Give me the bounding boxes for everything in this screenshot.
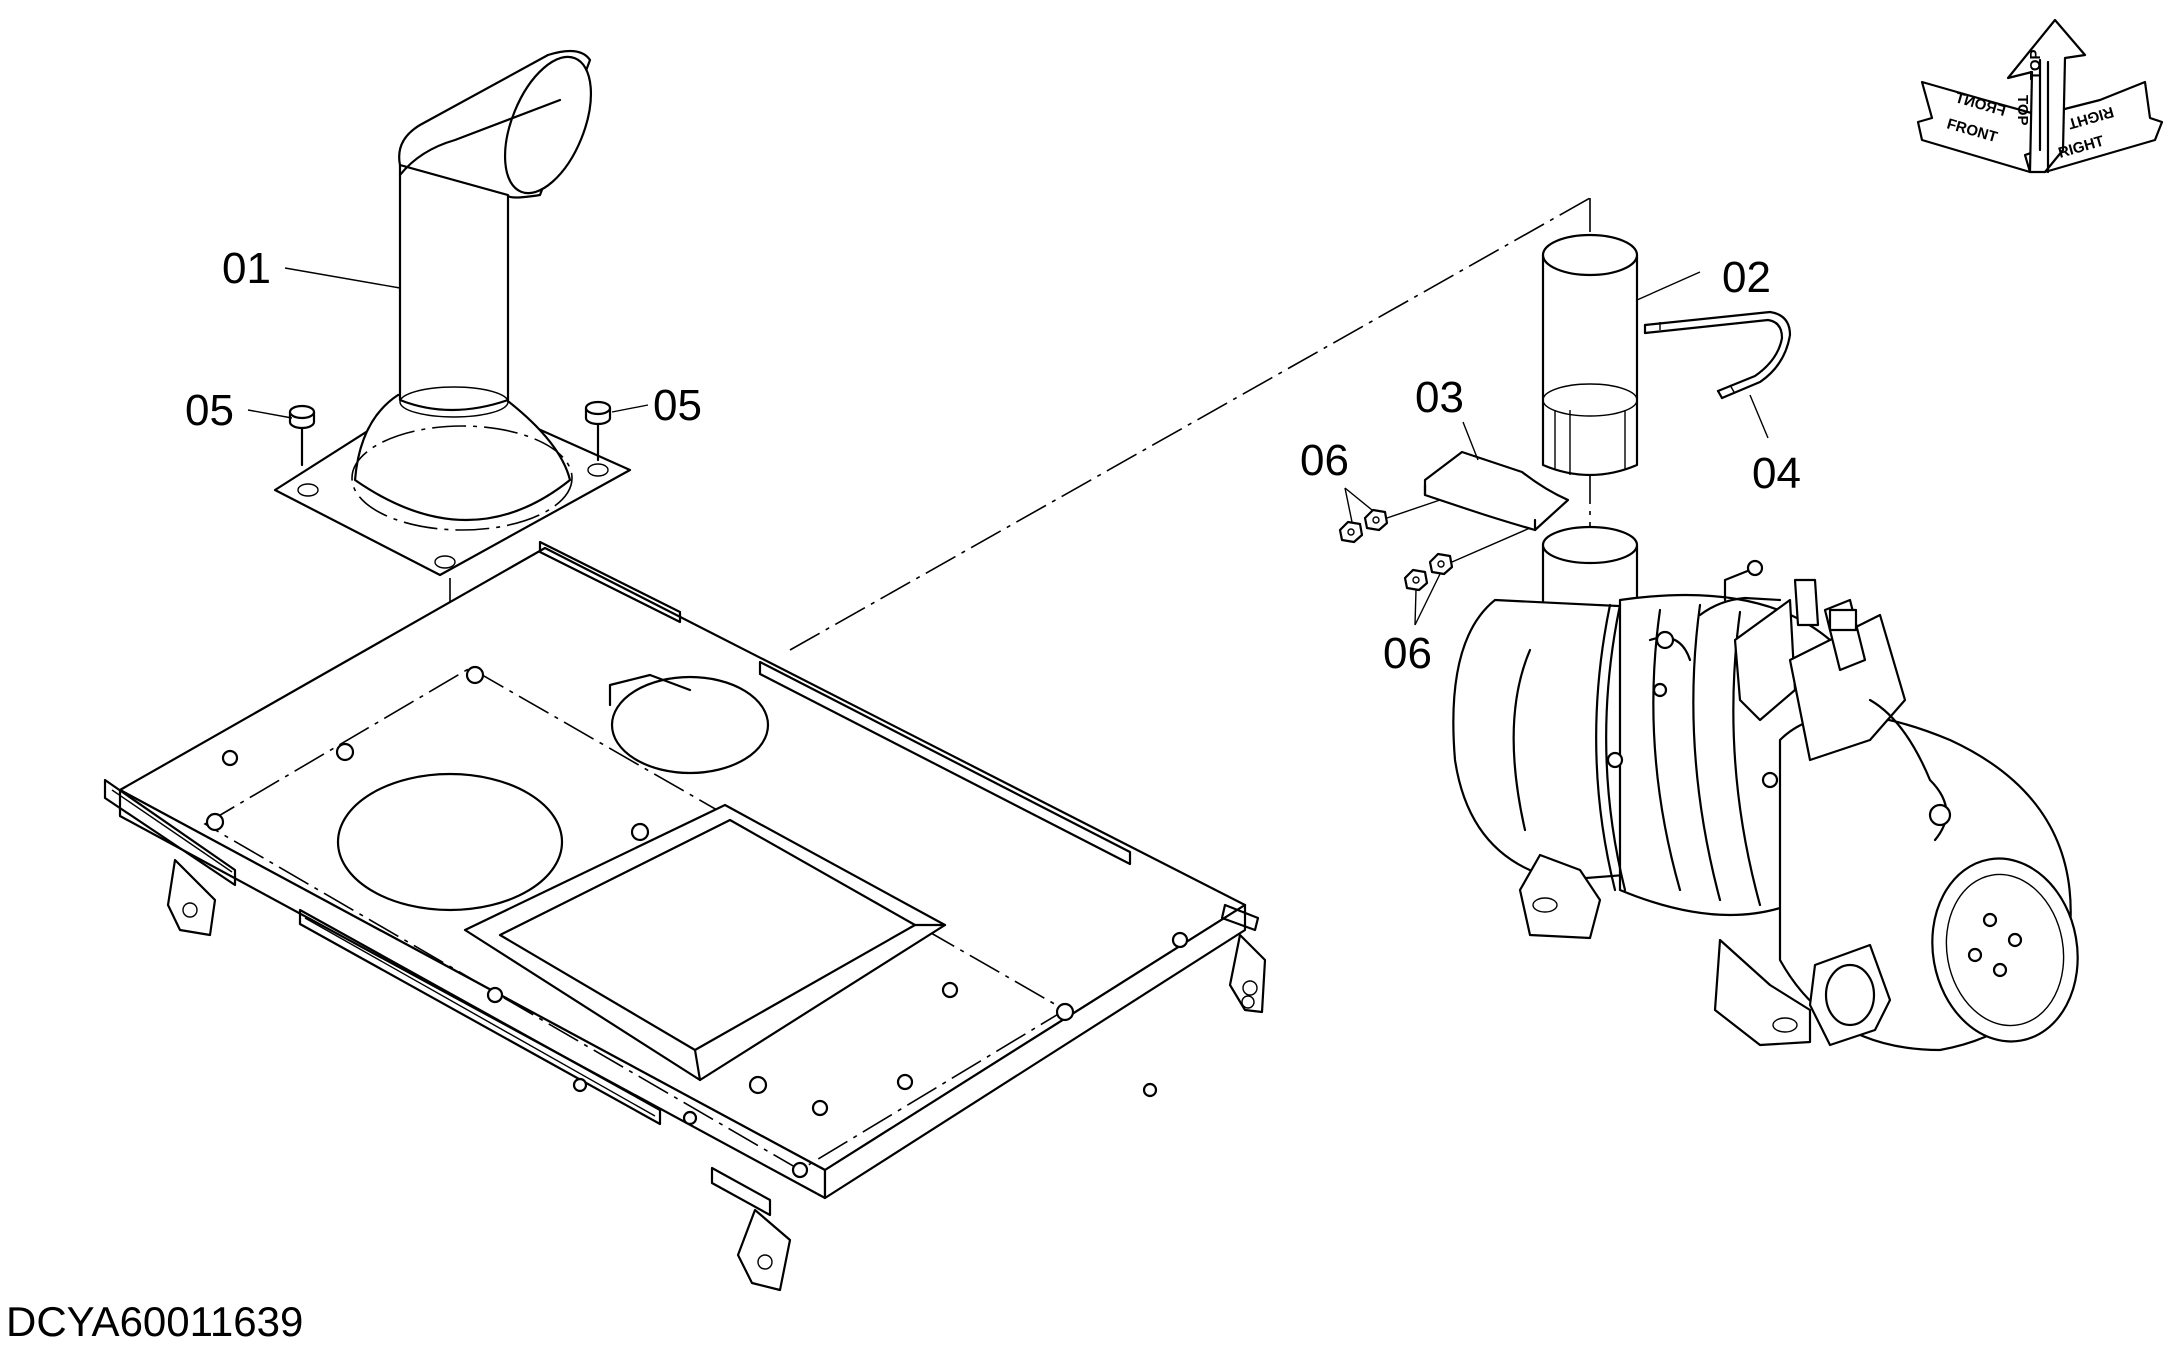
orientation-top-label: TOP [2014, 95, 2031, 126]
callout-04: 04 [1752, 449, 1801, 498]
callout-06-upper: 06 [1300, 436, 1349, 485]
exhaust-pipe [1541, 233, 1639, 477]
bolt-right [584, 400, 612, 462]
u-bolt [1643, 310, 1792, 400]
callout-02: 02 [1722, 253, 1771, 302]
callout-06-lower: 06 [1383, 629, 1432, 678]
drawing-reference-id: DCYA60011639 [6, 1298, 303, 1345]
nut-upper [1338, 499, 1441, 544]
callout-01: 01 [222, 244, 271, 293]
callout-05-right: 05 [653, 381, 702, 430]
bracket-plate [1423, 450, 1570, 532]
nut-lower [1403, 527, 1531, 592]
orientation-top-label-2: TOP [2027, 49, 2044, 80]
bolt-left [288, 404, 316, 467]
orientation-cube-icon: FRONT FRONT TOP TOP RIGHT RIGHT [1916, 18, 2163, 174]
leader-lines [247, 267, 1769, 626]
exhaust-stack [273, 49, 632, 577]
muffler-assembly [1452, 525, 2079, 1052]
callout-05-left: 05 [185, 386, 234, 435]
base-plate [103, 540, 1267, 1292]
plate-bolts [205, 665, 1189, 1179]
callout-03: 03 [1415, 373, 1464, 422]
callout-labels: 01 02 03 04 05 05 06 06 [185, 244, 1801, 678]
